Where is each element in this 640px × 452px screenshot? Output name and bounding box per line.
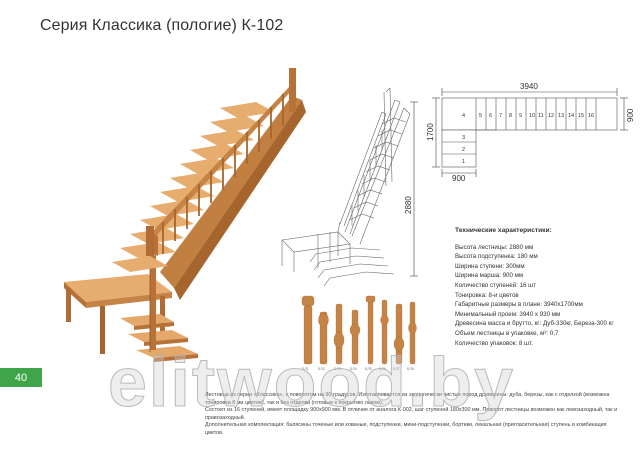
spec-item: Объем лестницы в упаковке, м³: 0,7	[455, 329, 559, 337]
plan-depth-left-label: 1700	[426, 123, 435, 141]
svg-text:11: 11	[538, 113, 544, 119]
spec-item: Тонировка: 8-и цветов	[455, 291, 519, 299]
svg-text:2: 2	[462, 147, 465, 153]
technical-specs: Технические характеристики: Высота лестн…	[455, 226, 640, 348]
svg-text:БЛ8: БЛ8	[407, 367, 414, 371]
baluster-labels: БЛ1 БЛ2 БЛ3 БЛ4 БЛ5 БЛ6 БЛ7 БЛ8	[302, 367, 414, 371]
plan-width-label: 3940	[520, 82, 538, 91]
spec-item: Высота лестницы: 2880 мм	[455, 243, 534, 251]
spec-item: Габаритные размеры в плане: 3940х1700мм	[455, 301, 583, 309]
balusters-render	[162, 94, 284, 254]
specs-list: Высота лестницы: 2880 мм Высота подступе…	[455, 243, 640, 349]
newel-post-landing	[146, 226, 154, 256]
spec-item: Высота подступенка: 180 мм	[455, 253, 538, 261]
spec-item: Количество упаковок: 8 шт.	[455, 339, 533, 347]
spec-item: Минимальный проем: 3940 х 930 мм	[455, 310, 561, 318]
svg-text:1: 1	[462, 159, 465, 165]
svg-text:4: 4	[462, 113, 465, 119]
spec-item: Количество ступеней: 16 шт	[455, 281, 536, 289]
svg-text:8: 8	[509, 113, 512, 119]
staircase-render	[64, 68, 306, 362]
spec-item: Древесина масса и брутто, кг: Дуб-330кг,…	[455, 320, 614, 328]
baluster-samples: БЛ1 БЛ2 БЛ3 БЛ4 БЛ5 БЛ6 БЛ7 БЛ8	[301, 295, 417, 371]
svg-text:15: 15	[578, 113, 584, 119]
svg-text:БЛ4: БЛ4	[350, 367, 357, 371]
line-drawing-steps	[349, 117, 407, 221]
upper-flight-stringer	[160, 96, 306, 300]
svg-text:14: 14	[568, 113, 574, 119]
spec-item: Ширина ступени: 300мм	[455, 262, 525, 270]
svg-text:БЛ2: БЛ2	[318, 367, 325, 371]
svg-text:6: 6	[489, 113, 492, 119]
svg-text:9: 9	[519, 113, 522, 119]
description-paragraph: Лестница из серии «Классика», с поворото…	[205, 392, 610, 406]
line-drawing-balusters	[351, 130, 383, 226]
specs-title: Технические характеристики:	[455, 227, 552, 234]
page-number-badge: 40	[0, 368, 42, 387]
svg-text:БЛ7: БЛ7	[393, 367, 400, 371]
description-paragraph: Дополнительная комплектация: балясины то…	[205, 422, 607, 436]
svg-text:16: 16	[588, 113, 594, 119]
height-dimension-label: 2880	[404, 196, 413, 214]
svg-text:БЛ1: БЛ1	[302, 367, 309, 371]
svg-text:7: 7	[499, 113, 502, 119]
svg-text:5: 5	[479, 113, 482, 119]
staircase-line-drawing	[281, 87, 411, 287]
svg-text:13: 13	[558, 113, 564, 119]
plan-view: 3940 900 1700 900 4 5 6 7 8 9 10 11 12 1…	[426, 82, 635, 183]
plan-bottom-width-label: 900	[452, 174, 466, 183]
height-dimension	[410, 101, 418, 277]
svg-text:10: 10	[529, 113, 535, 119]
svg-text:12: 12	[548, 113, 554, 119]
svg-text:БЛ5: БЛ5	[365, 367, 372, 371]
plan-step-numbers: 4 5 6 7 8 9 10 11 12 13 14 15 16 3 2 1	[462, 113, 594, 165]
page-title: Серия Классика (пологие) К-102	[40, 17, 284, 34]
svg-text:БЛ6: БЛ6	[379, 367, 386, 371]
lower-flight-steps	[120, 232, 198, 362]
spec-item: Ширина марша: 900 мм	[455, 272, 524, 280]
description-paragraph: Состоит из 16 ступеней, имеет площадку 9…	[205, 407, 618, 421]
svg-text:3: 3	[462, 135, 465, 141]
newel-post-top	[289, 68, 296, 112]
plan-depth-right-label: 900	[626, 108, 635, 122]
svg-text:БЛ3: БЛ3	[334, 367, 341, 371]
description-block: Лестница из серии «Классика», с поворото…	[205, 392, 625, 438]
